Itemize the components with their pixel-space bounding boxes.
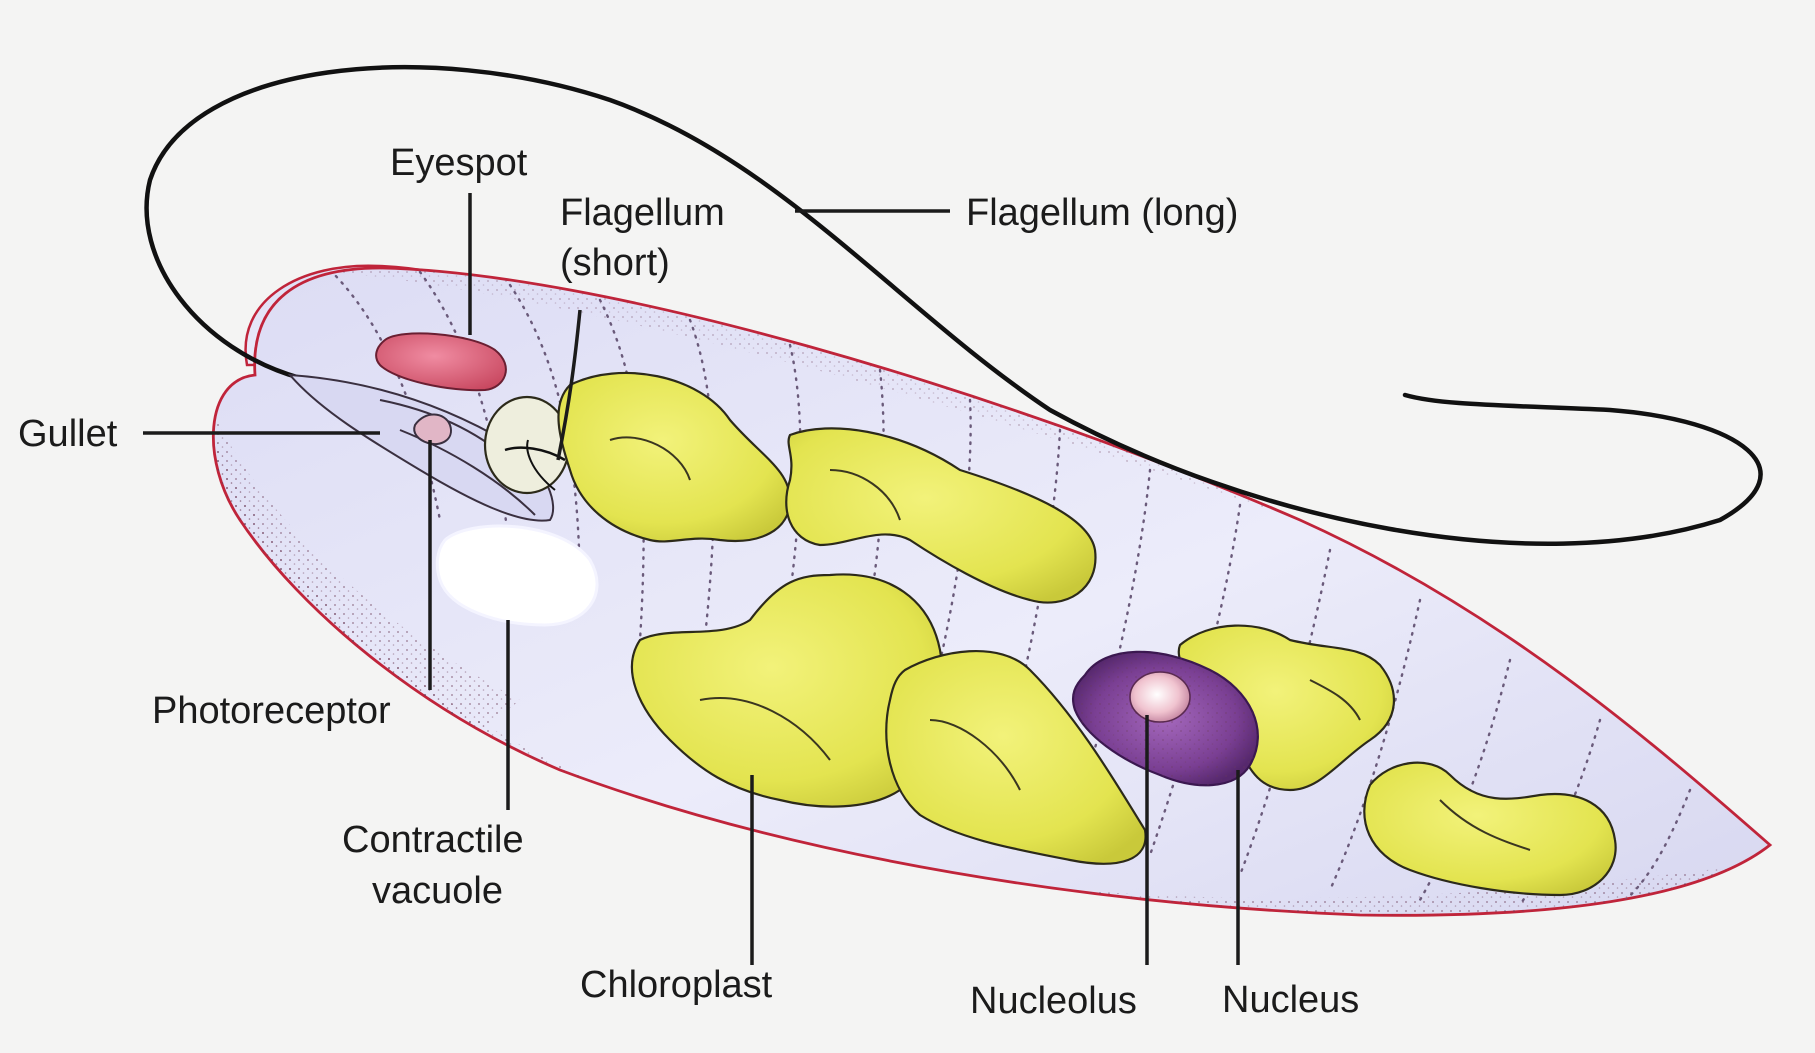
label-eyespot: Eyespot (390, 142, 528, 184)
chloroplasts (557, 371, 1617, 897)
label-flagellum-short-line1: Flagellum (560, 192, 725, 234)
photoreceptor (413, 413, 452, 445)
label-nucleus: Nucleus (1222, 979, 1359, 1021)
label-contractile-vacuole-line2: vacuole (372, 870, 503, 912)
leader-lines (143, 193, 1240, 965)
label-gullet: Gullet (18, 413, 118, 455)
label-contractile-vacuole-line1: Contractile (342, 819, 524, 861)
labels: Eyespot Flagellum (short) Flagellum (lon… (18, 142, 1359, 1022)
label-flagellum-short-line2: (short) (560, 242, 670, 284)
nucleolus (1129, 671, 1191, 723)
label-photoreceptor: Photoreceptor (152, 690, 391, 732)
eyespot (375, 332, 507, 392)
flagellum-long (144, 65, 1763, 546)
flagellum-short (483, 395, 571, 495)
contractile-vacuole (435, 524, 599, 627)
label-nucleolus: Nucleolus (970, 980, 1137, 1022)
label-flagellum-long: Flagellum (long) (966, 192, 1238, 234)
label-chloroplast: Chloroplast (580, 964, 773, 1006)
